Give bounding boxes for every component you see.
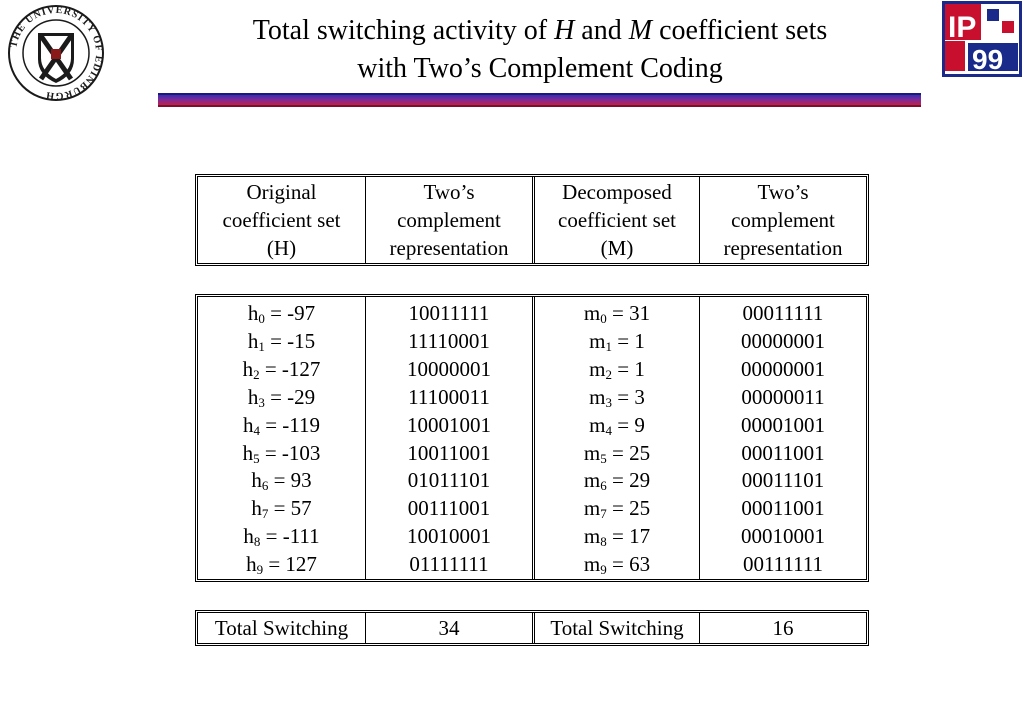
header-original-coefficient-set: Original coefficient set (H) <box>222 180 341 260</box>
table-row-cell: 11110001 <box>408 328 490 353</box>
table-row-cell: h5 = -103 <box>242 440 321 466</box>
table-row-cell: 00111111 <box>742 552 824 577</box>
table-row-cell: h8 = -111 <box>243 524 320 550</box>
title-line-1: Total switching activity of H and M coef… <box>252 15 828 46</box>
table-row-cell: 10011001 <box>407 440 491 465</box>
h-binary-column: 10011111 11110001 10000001 11100011 10001001… <box>365 297 532 580</box>
svg-text:IP: IP <box>948 11 976 44</box>
table-row-cell: m0 = 31 <box>583 301 651 326</box>
table-row-cell: 00000001 <box>741 328 825 353</box>
university-of-edinburgh-logo: THE UNIVERSITY OF EDINBURGH <box>8 5 104 101</box>
m-binary-column: 00011111 00000001 00000001 00000011 00001001… <box>699 297 866 580</box>
table-row-cell: h7 = 57 <box>251 496 312 522</box>
table-row-cell: 00001001 <box>741 412 825 437</box>
header-decomposed-coefficient-set: Decomposed coefficient set (M) <box>532 177 699 263</box>
table-row-cell: 00000001 <box>741 356 825 381</box>
table-row-cell: m4 = 9 <box>589 412 645 438</box>
table-row-cell: 10010001 <box>407 524 491 549</box>
table-row-cell: 10001001 <box>407 412 491 437</box>
table-row-cell: h0 = -97 <box>247 301 316 326</box>
table-row-cell: h6 = 93 <box>251 468 312 494</box>
table-row-cell: 01111111 <box>409 552 489 577</box>
table-row-cell: m9 = 63 <box>583 552 651 578</box>
title-line-2: with Two’s Complement Coding <box>357 53 723 84</box>
ip99-logo: IP 99 <box>942 1 1022 77</box>
total-switching-table: Total Switching 34 Total Switching 16 <box>195 610 869 646</box>
total-switching-label-m: Total Switching <box>532 613 699 643</box>
table-row-cell: h4 = -119 <box>242 412 321 438</box>
table-row-cell: m2 = 1 <box>589 356 645 382</box>
table-row-cell: 00011101 <box>741 468 825 493</box>
table-row-cell: 00010001 <box>741 524 825 549</box>
header-twos-complement-m: Two’s complement representation <box>699 177 866 263</box>
title-underline-bar <box>158 93 921 107</box>
table-row-cell: m7 = 25 <box>583 496 651 522</box>
table-row-cell: 01011101 <box>407 468 491 493</box>
table-row-cell: m1 = 1 <box>589 328 645 354</box>
table-row-cell: 10011111 <box>408 301 490 325</box>
table-row-cell: 00011111 <box>742 301 824 325</box>
table-row-cell: 10000001 <box>407 356 491 381</box>
table-row-cell: 11100011 <box>408 384 490 409</box>
table-row-cell: m6 = 29 <box>583 468 651 494</box>
table-row-cell: h9 = 127 <box>246 552 317 578</box>
total-switching-value-m: 16 <box>699 613 866 643</box>
header-table: Original coefficient set (H) Two’s compl… <box>195 174 869 266</box>
table-row-cell: m8 = 17 <box>583 524 651 550</box>
table-row-cell: m3 = 3 <box>589 384 645 410</box>
table-row-cell: 00111001 <box>407 496 491 521</box>
page-title: Total switching activity of H and M coef… <box>160 12 920 88</box>
crest-shield-icon <box>38 33 74 83</box>
table-row-cell: h2 = -127 <box>242 356 321 382</box>
table-row-cell: 00000011 <box>741 384 825 409</box>
total-switching-value-h: 34 <box>365 613 532 643</box>
table-row-cell: 00011001 <box>741 496 825 521</box>
header-twos-complement-h: Two’s complement representation <box>365 177 532 263</box>
total-switching-label-h: Total Switching <box>214 615 349 640</box>
table-row-cell: h3 = -29 <box>247 384 316 410</box>
svg-text:99: 99 <box>972 44 1003 75</box>
table-row-cell: 00011001 <box>741 440 825 465</box>
table-row-cell: h1 = -15 <box>247 328 316 354</box>
table-row-cell: m5 = 25 <box>583 440 651 466</box>
